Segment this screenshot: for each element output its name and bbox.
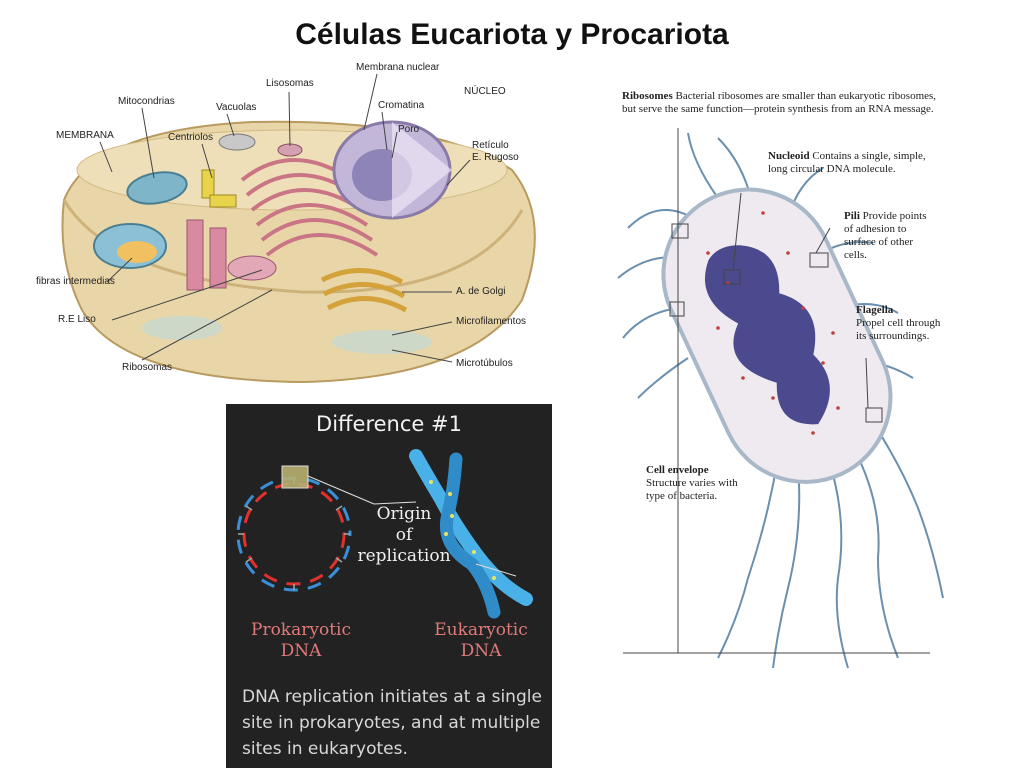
pili-term: Pili [844, 210, 860, 222]
label-cromatina: Cromatina [378, 100, 425, 111]
origin-of-replication-label: Origin of replication [357, 504, 451, 566]
label-centriolos: Centriolos [168, 132, 214, 143]
pili-desc: Provide points of adhesion to surface of… [844, 210, 927, 261]
pili-callout: Pili Provide points of adhesion to surfa… [844, 210, 934, 262]
cell-envelope-desc: Structure varies with type of bacteria. [646, 477, 738, 502]
label-golgi: A. de Golgi [456, 286, 506, 297]
dna-illustration [236, 449, 533, 619]
ribosomes-desc: Bacterial ribosomes are smaller than euk… [622, 90, 937, 115]
dna-difference-panel: Difference #1 Origin of replication Prok… [226, 404, 552, 768]
label-vacuolas: Vacuolas [216, 102, 257, 113]
label-ribosomas: Ribosomas [122, 362, 173, 373]
nucleoid-term: Nucleoid [768, 150, 810, 162]
label-microtubulos: Microtúbulos [456, 358, 513, 369]
label-microfilamentos: Microfilamentos [456, 316, 527, 327]
nucleoid-desc: Contains a single, simple, long circular… [768, 150, 926, 175]
eukaryotic-cell-diagram: MEMBRANA Mitocondrias Centriolos Vacuola… [36, 60, 552, 400]
flagella-desc: Propel cell through its surroundings. [856, 317, 941, 342]
prokaryotic-cell-diagram: Ribosomes Bacterial ribosomes are smalle… [598, 78, 958, 678]
label-nucleo: NÚCLEO [464, 86, 506, 97]
eukaryotic-dna-label: Eukaryotic DNA [434, 620, 528, 661]
label-membrana-nuclear: Membrana nuclear [356, 62, 440, 73]
prokaryotic-dna-label: Prokaryotic DNA [251, 620, 351, 661]
label-mitocondrias: Mitocondrias [118, 96, 175, 107]
nucleoid-callout: Nucleoid Contains a single, simple, long… [768, 150, 938, 176]
ribosomes-term: Ribosomes [622, 90, 673, 102]
label-re-liso: R.E Liso [58, 314, 96, 325]
label-reticulo-rugoso-1: Retículo [472, 140, 509, 151]
flagella-term: Flagella [856, 304, 894, 316]
dna-panel-title: Difference #1 [316, 412, 462, 436]
ribosomes-callout: Ribosomes Bacterial ribosomes are smalle… [622, 90, 942, 116]
bacterium-illustration [617, 128, 944, 669]
eukaryotic-cell-illustration [61, 73, 536, 384]
label-lisosomas: Lisosomas [266, 78, 314, 89]
page-title: Células Eucariota y Procariota [295, 18, 729, 51]
label-fibras-intermedias: fibras intermedias [36, 276, 115, 287]
label-membrana: MEMBRANA [56, 130, 114, 141]
dna-replication-caption: DNA replication initiates at a single si… [242, 687, 542, 759]
label-reticulo-rugoso-2: E. Rugoso [472, 152, 519, 163]
cell-envelope-term: Cell envelope [646, 464, 709, 476]
label-poro: Poro [398, 124, 420, 135]
